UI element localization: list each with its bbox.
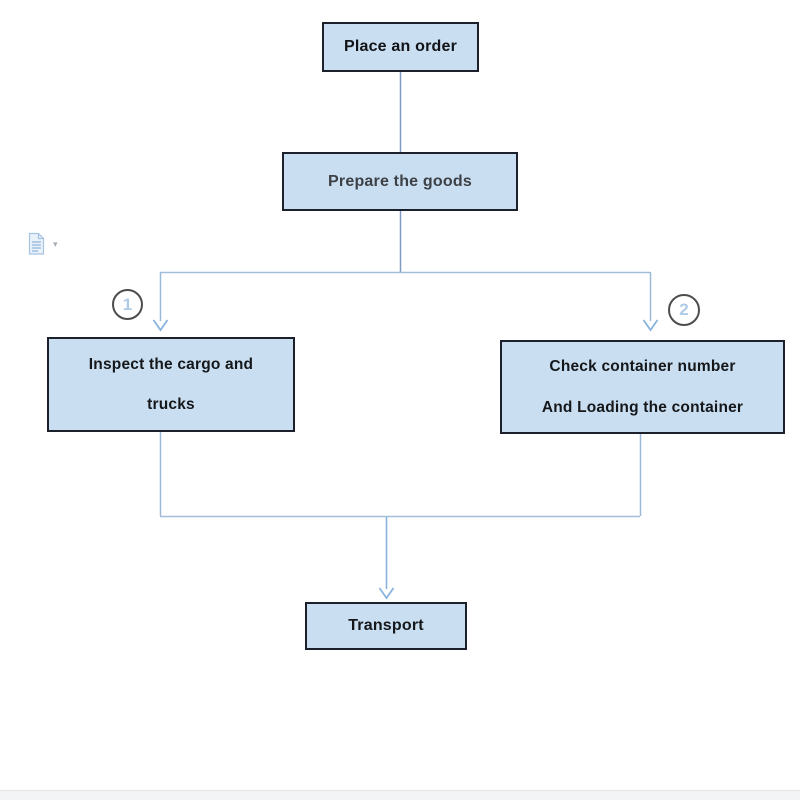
node-label-line2: And Loading the container [541,398,744,416]
arrowhead-left-icon [152,319,169,332]
chevron-down-icon[interactable]: ▾ [53,239,58,249]
node-label: Prepare the goods [328,172,472,190]
arrowhead-transport-icon [378,587,395,600]
step-badge-digit: 2 [679,300,689,319]
node-label: Place an order [343,38,458,55]
step-badge-2: 2 [668,294,700,326]
node-label: Transport [348,617,424,634]
node-label-line2: trucks [147,396,195,413]
node-label-line1: Check container number [549,358,736,375]
step-badge-1: 1 [112,289,143,320]
node-prepare-goods[interactable]: Prepare the goods [282,152,518,211]
node-place-order[interactable]: Place an order [322,22,479,72]
bottom-edge-bar [0,790,800,800]
node-inspect-cargo[interactable]: Inspect the cargo and trucks [47,337,295,432]
node-check-container[interactable]: Check container number And Loading the c… [500,340,785,434]
paste-options-document-icon [28,232,45,255]
paste-options-button[interactable]: ▾ [26,232,58,256]
node-transport[interactable]: Transport [305,602,467,650]
node-label-line1: Inspect the cargo and [88,355,254,373]
arrowhead-right-icon [642,319,659,332]
step-badge-digit: 1 [122,294,133,314]
